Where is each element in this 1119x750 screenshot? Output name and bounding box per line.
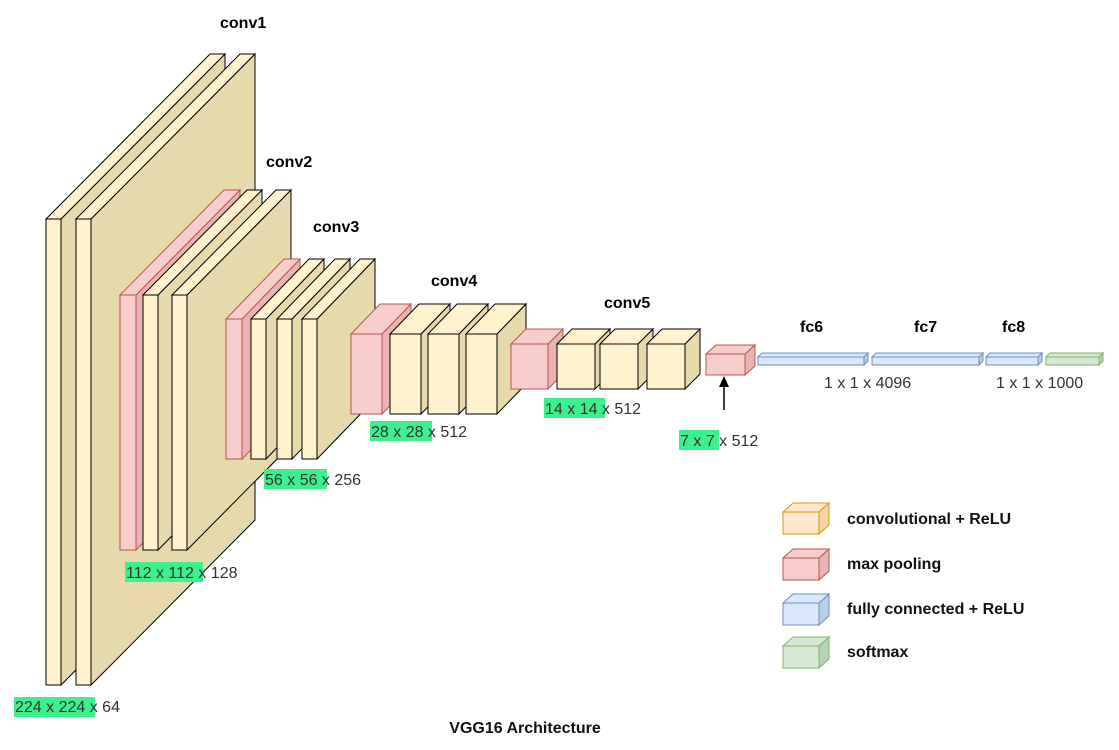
legend	[781, 501, 831, 670]
label-fc7: fc7	[914, 319, 937, 336]
dim-28: 28 x 28 x 512	[370, 421, 467, 441]
legend-softmax-label: softmax	[847, 644, 908, 661]
conv2-layer-2-front	[171, 294, 188, 551]
dim-224-depth: x 64	[85, 699, 120, 716]
conv3-layer-3-front	[301, 318, 318, 460]
fc6-block-top	[756, 352, 870, 358]
legend-conv-icon	[781, 501, 831, 536]
label-conv5: conv5	[604, 295, 650, 312]
legend-pool-icon-front	[782, 557, 820, 581]
label-conv2: conv2	[266, 154, 312, 171]
legend-fc-label: fully connected + ReLU	[847, 601, 1024, 618]
dim-28-size: 28 x 28	[371, 424, 424, 441]
fc6-block-front	[757, 356, 865, 366]
pool3-front	[350, 333, 383, 415]
pool4-front	[510, 343, 549, 390]
pool4	[509, 327, 565, 391]
softmax-block	[1044, 351, 1105, 367]
svg-text:112 x 112 x 128: 112 x 112 x 128	[126, 565, 238, 582]
dim-112: 112 x 112 x 128	[125, 562, 238, 582]
conv4-layer-2-front	[427, 333, 460, 415]
dim-7-highlight	[679, 430, 719, 450]
conv1-layer-1-front	[45, 218, 62, 686]
pool1-front	[119, 294, 137, 551]
dim-56: 56 x 56 x 256	[264, 469, 361, 489]
dim-7-depth: x 512	[715, 433, 759, 450]
dim-14-size: 14 x 14	[545, 401, 598, 418]
dim-56-size: 56 x 56	[265, 472, 318, 489]
pool2-front	[225, 318, 243, 460]
fc7-block	[870, 351, 985, 367]
label-fc6: fc6	[800, 319, 823, 336]
dim-112-depth: x 128	[194, 565, 238, 582]
legend-fc-icon	[781, 592, 831, 627]
dim-224-highlight	[14, 697, 95, 717]
fc8-block	[984, 351, 1044, 367]
dim-14-highlight	[544, 398, 605, 418]
conv5-layer-3-front	[646, 343, 686, 390]
dim-112-size: 112 x 112	[126, 565, 194, 582]
fc7-block-front	[871, 356, 980, 366]
legend-conv-label: convolutional + ReLU	[847, 511, 1011, 528]
dim-fc8: 1 x 1 x 1000	[996, 375, 1083, 392]
label-conv3: conv3	[313, 219, 359, 236]
pool5-front	[705, 353, 746, 376]
conv5-layer-2	[598, 327, 655, 391]
layer-blocks	[44, 52, 1105, 687]
conv2-layer-1-front	[142, 294, 159, 551]
dim-56-highlight	[264, 469, 327, 489]
pool5	[704, 343, 757, 377]
dim-14-depth: x 512	[597, 401, 641, 418]
label-fc8: fc8	[1002, 319, 1025, 336]
dim-28-highlight	[370, 421, 432, 441]
dim-7-size: 7 x 7	[680, 433, 715, 450]
dim-224: 224 x 224 x 64	[14, 697, 120, 717]
legend-fc-icon-front	[782, 602, 820, 626]
conv3-layer-2-front	[276, 318, 293, 460]
conv5-layer-2-front	[599, 343, 639, 390]
diagram-title: VGG16 Architecture	[449, 720, 601, 737]
conv1-layer-2-front	[75, 218, 92, 686]
legend-pool-label: max pooling	[847, 556, 941, 573]
dim-224-size: 224 x 224	[15, 699, 85, 716]
fc8-block-top	[984, 352, 1044, 358]
svg-text:7 x 7 x 512: 7 x 7 x 512	[680, 433, 758, 450]
dim-14: 14 x 14 x 512	[544, 398, 641, 418]
conv5-layer-1-front	[556, 343, 596, 390]
pool5-arrowhead	[719, 376, 729, 387]
fc6-block	[756, 351, 870, 367]
dim-28-depth: x 512	[423, 424, 467, 441]
dim-56-depth: x 256	[317, 472, 361, 489]
softmax-block-top	[1044, 352, 1105, 358]
svg-text:14 x 14 x 512: 14 x 14 x 512	[545, 401, 641, 418]
label-conv4: conv4	[431, 273, 477, 290]
legend-conv-icon-front	[782, 511, 820, 535]
svg-text:224 x 224 x 64: 224 x 224 x 64	[15, 699, 120, 716]
softmax-block-front	[1045, 356, 1100, 366]
fc8-block-front	[985, 356, 1039, 366]
svg-text:28 x 28 x 512: 28 x 28 x 512	[371, 424, 467, 441]
conv3-layer-1-front	[250, 318, 267, 460]
svg-text:56 x 56 x 256: 56 x 56 x 256	[265, 472, 361, 489]
legend-pool-icon	[781, 547, 831, 582]
label-conv1: conv1	[220, 15, 266, 32]
dim-7: 7 x 7 x 512	[679, 430, 758, 450]
conv4-layer-3-front	[465, 333, 498, 415]
legend-softmax-icon-front	[782, 645, 820, 669]
dim-112-highlight	[125, 562, 203, 582]
conv4-layer-1-front	[389, 333, 422, 415]
dim-fc67: 1 x 1 x 4096	[824, 375, 911, 392]
conv5-layer-3	[645, 327, 702, 391]
fc7-block-top	[870, 352, 985, 358]
legend-softmax-icon	[781, 635, 831, 670]
